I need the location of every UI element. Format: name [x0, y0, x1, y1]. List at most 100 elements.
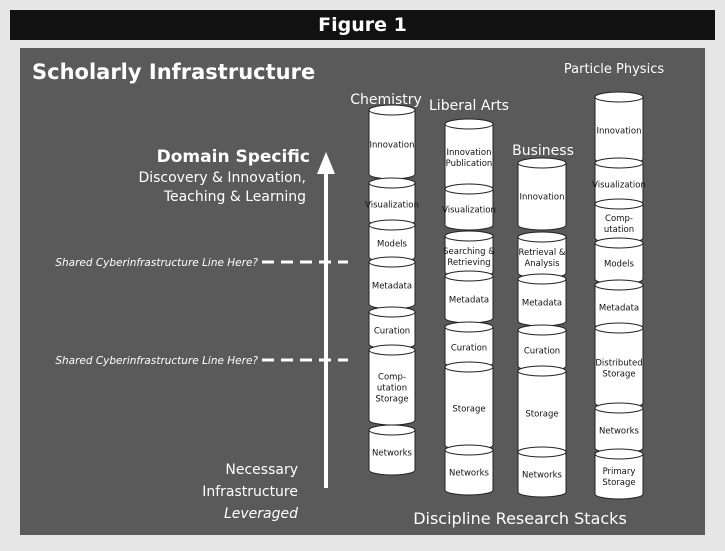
cylinder-cap — [517, 157, 567, 169]
cylinder-cap — [368, 177, 416, 189]
cylinder-label: Networks — [522, 471, 562, 481]
cylinder-cap — [368, 424, 416, 436]
cylinder-label: Storage — [602, 370, 635, 380]
cylinder-cap — [594, 448, 644, 460]
cylinder-cap — [444, 118, 494, 130]
diagram-panel — [20, 48, 705, 535]
cylinder-label: utation — [604, 225, 634, 235]
cylinder-label: Visualization — [592, 181, 646, 191]
axis-bottom-line1: Necessary — [225, 462, 298, 478]
cylinder-cap — [368, 256, 416, 268]
stack-layer-cylinder: Metadata — [444, 270, 494, 324]
cylinder-cap — [594, 91, 644, 103]
cylinder-label: Innovation — [596, 127, 641, 137]
axis-bottom-line2: Infrastructure — [202, 484, 298, 500]
axis-top-line1: Discovery & Innovation, — [138, 170, 306, 186]
cylinder-label: Metadata — [372, 282, 412, 292]
cylinder-cap — [444, 230, 494, 242]
cylinder-body — [594, 453, 644, 500]
cylinder-label: Models — [377, 240, 408, 250]
cylinder-label: Comp- — [605, 214, 633, 224]
stack-layer-cylinder: Storage — [444, 361, 494, 451]
cylinder-label: Curation — [524, 347, 560, 357]
cylinder-label: Innovation — [369, 141, 414, 151]
cylinder-label: Searching & — [443, 247, 495, 257]
stack-layer-cylinder: Networks — [594, 402, 644, 454]
stack-title: Business — [512, 143, 574, 159]
cylinder-label: Retrieving — [447, 258, 490, 268]
stack-title: Particle Physics — [564, 62, 664, 77]
stack-layer-cylinder: Comp-utation — [594, 198, 644, 244]
stack-layer-cylinder: Metadata — [594, 279, 644, 331]
stack-layer-cylinder: Networks — [368, 424, 416, 476]
cylinder-label: Analysis — [524, 259, 560, 269]
cylinder-label: Visualization — [365, 201, 419, 211]
axis-arrow-head — [317, 152, 335, 174]
cylinder-body — [368, 429, 416, 476]
cylinder-cap — [444, 321, 494, 333]
axis-top-line2: Teaching & Learning — [163, 189, 306, 205]
stack-liberal-arts: Liberal ArtsInnovationPublicationVisuali… — [429, 98, 509, 496]
cylinder-cap — [517, 365, 567, 377]
cylinder-cap — [368, 219, 416, 231]
stack-layer-cylinder: Searching &Retrieving — [443, 230, 495, 278]
figure-label: Figure 1 — [10, 10, 715, 40]
stack-layer-cylinder: Networks — [444, 444, 494, 496]
cylinder-body — [444, 188, 494, 231]
stack-title: Liberal Arts — [429, 98, 509, 114]
stack-layer-cylinder: Curation — [368, 306, 416, 350]
cylinder-cap — [594, 279, 644, 291]
cylinder-label: Primary — [603, 467, 636, 477]
stack-layer-cylinder: Innovation — [517, 157, 567, 231]
cylinder-cap — [517, 446, 567, 458]
cylinder-label: Storage — [602, 478, 635, 488]
cylinder-cap — [517, 324, 567, 336]
cylinder-label: Innovation — [519, 193, 564, 203]
discipline-stacks: ChemistryInnovationVisualizationModelsMe… — [350, 62, 664, 500]
cylinder-cap — [368, 104, 416, 116]
shared-line-label-1: Shared Cyberinfrastructure Line Here? — [55, 257, 258, 269]
stack-chemistry: ChemistryInnovationVisualizationModelsMe… — [350, 92, 422, 476]
cylinder-label: Models — [604, 260, 635, 270]
footer-label: Discipline Research Stacks — [413, 509, 627, 528]
cylinder-label: Networks — [599, 427, 639, 437]
stack-layer-cylinder: Metadata — [368, 256, 416, 310]
stack-title: Chemistry — [350, 92, 422, 108]
cylinder-label: Curation — [451, 344, 487, 354]
cylinder-label: Distributed — [595, 359, 642, 369]
cylinder-cap — [594, 237, 644, 249]
cylinder-cap — [444, 444, 494, 456]
cylinder-label: Comp- — [378, 373, 406, 383]
stack-layer-cylinder: Curation — [517, 324, 567, 372]
cylinder-label: Storage — [375, 395, 408, 405]
cylinder-label: Networks — [372, 449, 412, 459]
axis-top-title: Domain Specific — [157, 147, 310, 167]
cylinder-cap — [444, 270, 494, 282]
stack-layer-cylinder: Visualization — [592, 157, 646, 207]
cylinder-label: Metadata — [449, 296, 489, 306]
cylinder-body — [517, 451, 567, 498]
stack-particle-physics: Particle PhysicsInnovationVisualizationC… — [564, 62, 664, 500]
shared-line-label-2: Shared Cyberinfrastructure Line Here? — [55, 355, 258, 367]
cylinder-cap — [368, 344, 416, 356]
cylinder-label: Networks — [449, 469, 489, 479]
cylinder-cap — [517, 231, 567, 243]
cylinder-label: Storage — [452, 405, 485, 415]
cylinder-cap — [444, 183, 494, 195]
cylinder-label: Storage — [525, 410, 558, 420]
stack-layer-cylinder: Models — [594, 237, 644, 285]
stack-layer-cylinder: Metadata — [517, 273, 567, 327]
stack-layer-cylinder: Innovation — [594, 91, 644, 165]
cylinder-cap — [594, 402, 644, 414]
cylinder-cap — [368, 306, 416, 318]
axis-bottom-line3: Leveraged — [224, 506, 298, 522]
stack-layer-cylinder: Visualization — [442, 183, 496, 231]
stack-layer-cylinder: Retrieval &Analysis — [517, 231, 567, 279]
